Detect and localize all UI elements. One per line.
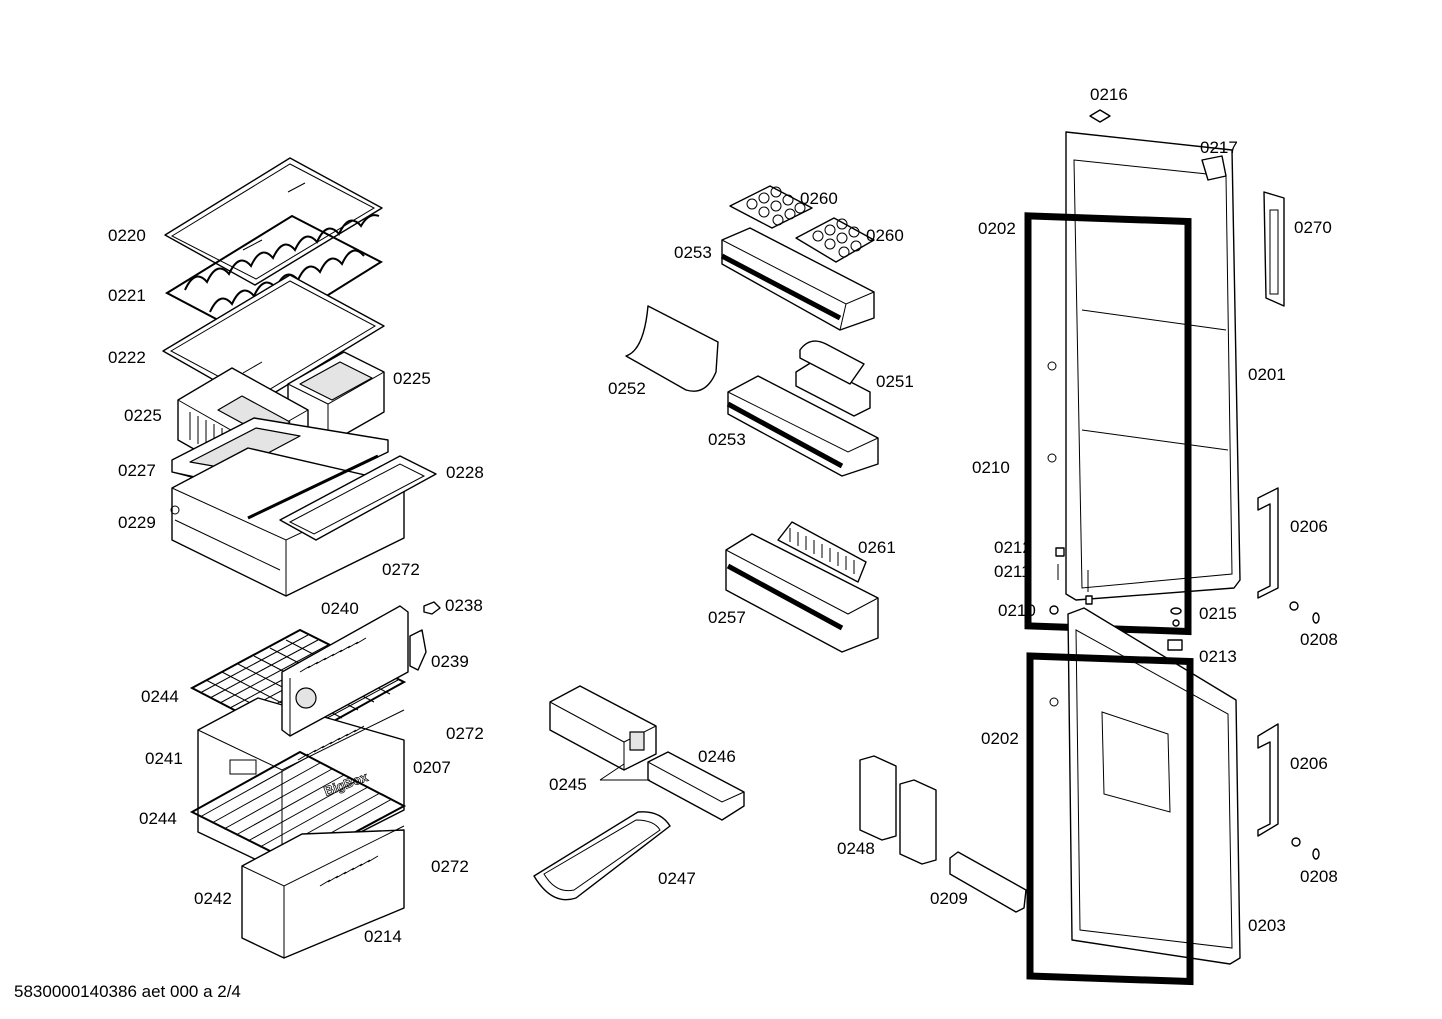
callout-label: 0211	[994, 562, 1031, 581]
door-rack-0253-lower	[726, 375, 879, 477]
callout-label: 0216	[1090, 85, 1128, 104]
door-0201	[1047, 131, 1241, 601]
cover-0252	[625, 305, 719, 392]
callout-label: 0270	[1294, 218, 1332, 237]
bottle-rack-0257	[725, 533, 879, 653]
butter-box-0251	[795, 340, 871, 417]
callout-label: 0272	[446, 724, 484, 743]
callout-label: 0217	[1200, 138, 1238, 157]
callout-label: 0244	[139, 809, 177, 828]
callout-label: 0203	[1248, 916, 1286, 935]
callout-label: 0202	[981, 729, 1019, 748]
callout-label: 0210	[998, 601, 1036, 620]
callout-label: 0251	[876, 372, 914, 391]
cover-0217	[1201, 155, 1227, 181]
callout-label: 0227	[118, 461, 156, 480]
callout-label: 0239	[431, 652, 469, 671]
callout-label: 0244	[141, 687, 179, 706]
callout-label: 0212	[994, 538, 1032, 557]
callout-label: 0253	[674, 243, 712, 262]
cover-0209	[949, 851, 1027, 913]
ice-bin-0247	[533, 811, 671, 901]
callout-label: 0206	[1290, 754, 1328, 773]
cold-packs-0248	[859, 755, 937, 865]
cover-0228	[279, 455, 437, 541]
callout-label: 0208	[1300, 630, 1338, 649]
bracket-0239	[409, 629, 427, 671]
callout-label: 0202	[978, 219, 1016, 238]
callout-label: 0272	[382, 560, 420, 579]
callout-label: 0246	[698, 747, 736, 766]
wire-shelf-0244-lower	[189, 750, 407, 866]
callout-label: 0261	[858, 538, 896, 557]
callout-label: 0260	[800, 189, 838, 208]
callout-label: 0222	[108, 348, 146, 367]
callout-label: 0253	[708, 430, 746, 449]
callout-label: 0221	[108, 286, 146, 305]
hinge-0270	[1263, 191, 1285, 307]
door-0203	[1049, 607, 1241, 965]
drawer-0214	[241, 825, 405, 959]
callout-label: 0201	[1248, 365, 1286, 384]
callout-label: 0238	[445, 596, 483, 615]
callout-label: 0240	[321, 599, 359, 618]
door-rack-0253-upper	[720, 227, 875, 331]
callout-label: 0248	[837, 839, 875, 858]
callout-label: 0220	[108, 226, 146, 245]
callout-label: 0242	[194, 889, 232, 908]
callout-label: 0252	[608, 379, 646, 398]
callout-label: 0208	[1300, 867, 1338, 886]
callout-label: 0209	[930, 889, 968, 908]
glass-shelf-0220	[164, 157, 383, 286]
callout-label: 0206	[1290, 517, 1328, 536]
callout-label: 0207	[413, 758, 451, 777]
callout-label: 0260	[866, 226, 904, 245]
hinge-bar-0206-upper	[1257, 487, 1279, 599]
hinge-bar-0206-lower	[1257, 723, 1279, 837]
callout-label: 0272	[431, 857, 469, 876]
callout-label: 0241	[145, 749, 183, 768]
egg-tray-0260-a	[729, 185, 813, 229]
callout-label: 0257	[708, 608, 746, 627]
callout-label: 0210	[972, 458, 1010, 477]
small-hardware	[1049, 547, 1320, 860]
callout-labels: 0216 0217 0260 0260 0270 0202 0220 0253 …	[108, 85, 1338, 946]
storage-box-0225-right	[287, 351, 385, 445]
egg-tray-0260-b	[795, 217, 875, 263]
callout-label: 0225	[393, 369, 431, 388]
cover-0216	[1089, 109, 1111, 123]
callout-label: 0228	[446, 463, 484, 482]
leader-line-0245-a	[599, 763, 625, 781]
drawer-front-0240	[281, 605, 409, 737]
small-part-0238	[423, 601, 441, 615]
callout-label: 0247	[658, 869, 696, 888]
callout-label: 0245	[549, 775, 587, 794]
callout-label: 0213	[1199, 647, 1237, 666]
ice-maker-0245	[549, 685, 657, 771]
document-id: 5830000140386 aet 000 a 2/4	[14, 982, 241, 1001]
bottle-holder-0261	[777, 521, 867, 583]
callout-label: 0215	[1199, 604, 1237, 623]
callout-label: 0225	[124, 406, 162, 425]
gasket-0202-lower	[1026, 652, 1194, 986]
callout-label: 0229	[118, 513, 156, 532]
callout-label: 0214	[364, 927, 402, 946]
